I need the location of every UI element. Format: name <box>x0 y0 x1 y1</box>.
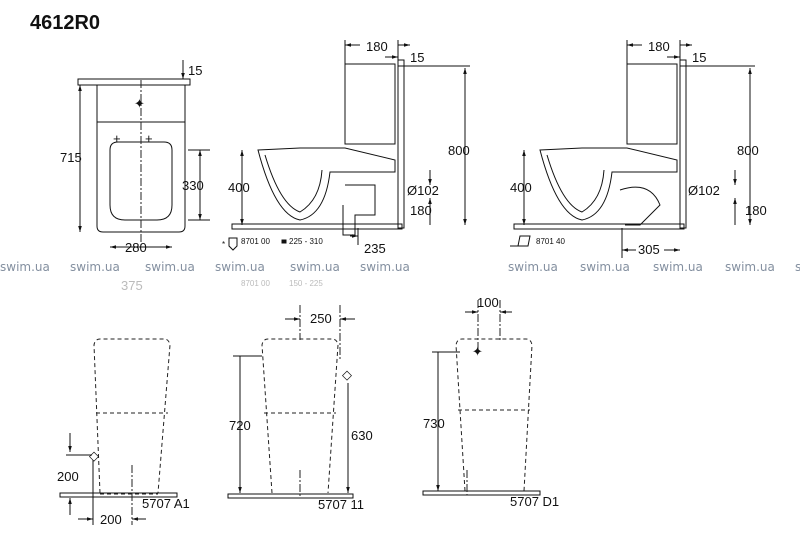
top-view: ✦ + + 15 715 330 280 <box>60 60 210 255</box>
dim-715: 715 <box>60 150 82 165</box>
watermark: swim.ua <box>795 260 800 274</box>
watermark: swim.ua <box>0 260 50 274</box>
dim-15: 15 <box>410 50 424 65</box>
dim-235: 235 <box>364 241 386 256</box>
dim-180: 180 <box>648 39 670 54</box>
watermark: swim.ua <box>290 260 340 274</box>
front-view-1: ◇ 200 200 5707 A1 <box>57 338 190 527</box>
tap-hole-icon: ✦ <box>134 96 145 111</box>
dim-280: 280 <box>125 240 147 255</box>
dim-15: 15 <box>692 50 706 65</box>
dim-180b: 180 <box>745 203 767 218</box>
faded-dim-375: 375 <box>121 278 143 293</box>
watermark: swim.ua <box>360 260 410 274</box>
model-title: 4612R0 <box>30 12 100 34</box>
part-code-5707-d1: 5707 D1 <box>510 494 559 509</box>
front-view-3: 100 ✦ 730 5707 D1 <box>422 295 559 509</box>
part-code-8701-00: 8701 00 <box>241 237 270 246</box>
dim-400: 400 <box>228 180 250 195</box>
watermark: swim.ua <box>508 260 558 274</box>
fixing-point-icon: + <box>113 131 121 146</box>
part-code-5707-a1: 5707 A1 <box>142 496 190 511</box>
watermark: swim.ua <box>653 260 703 274</box>
dim-305: 305 <box>638 242 660 257</box>
dim-250: 250 <box>310 311 332 326</box>
connector-icon <box>228 237 238 251</box>
dim-800: 800 <box>737 143 759 158</box>
dim-diameter-102: Ø102 <box>688 183 720 198</box>
faded-part-code: 8701 00 <box>241 279 270 288</box>
part-code-8701-40: 8701 40 <box>536 237 565 246</box>
dim-330: 330 <box>182 178 204 193</box>
fixing-point-icon: + <box>145 131 153 146</box>
dim-200-vertical: 200 <box>57 469 79 484</box>
dim-180b: 180 <box>410 203 432 218</box>
dim-730: 730 <box>423 416 445 431</box>
watermark: swim.ua <box>725 260 775 274</box>
watermark: swim.ua <box>145 260 195 274</box>
watermark-row: swim.ua swim.ua swim.ua swim.ua swim.ua … <box>0 260 800 274</box>
part-range: 225 - 310 <box>289 237 323 246</box>
dim-15: 15 <box>188 63 202 78</box>
connection-point-icon: ◇ <box>342 367 352 382</box>
watermark: swim.ua <box>580 260 630 274</box>
dim-diameter-102: Ø102 <box>407 183 439 198</box>
connector-icon <box>510 235 531 247</box>
watermark: swim.ua <box>215 260 265 274</box>
star-note: * <box>222 240 225 249</box>
watermark: swim.ua <box>70 260 120 274</box>
part-code-5707-11: 5707 11 <box>318 497 364 512</box>
connection-point-icon: ✦ <box>472 344 483 359</box>
dim-100: 100 <box>477 295 499 310</box>
dim-800: 800 <box>448 143 470 158</box>
side-view-2: 180 15 800 400 Ø102 180 305 8701 40 <box>510 39 767 258</box>
dim-720: 720 <box>229 418 251 433</box>
faded-part-range: 150 - 225 <box>289 279 323 288</box>
side-view-1: 180 15 800 400 Ø102 180 235 * 8701 00 22… <box>121 39 470 293</box>
dim-400: 400 <box>510 180 532 195</box>
front-view-2: 250 720 ◇ 630 5707 11 <box>227 305 373 512</box>
dim-180: 180 <box>366 39 388 54</box>
dim-630: 630 <box>351 428 373 443</box>
connection-point-icon: ◇ <box>89 448 99 463</box>
dim-200-horizontal: 200 <box>100 512 122 527</box>
